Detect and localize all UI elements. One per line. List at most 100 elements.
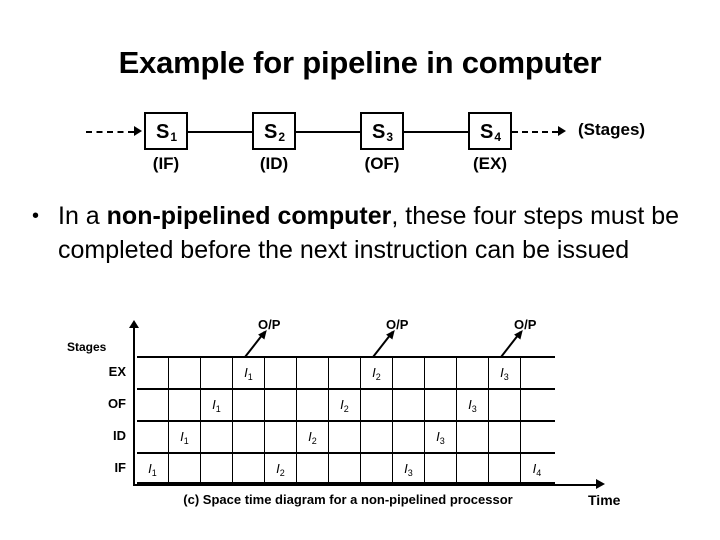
stage-box-s1-subscript: 1: [170, 130, 178, 144]
stage-sublabel-ex: (EX): [473, 154, 507, 173]
grid-cell: [329, 422, 361, 452]
instruction-subscript: 3: [407, 468, 413, 478]
grid-cell: [201, 358, 233, 388]
grid-cell: [137, 358, 169, 388]
stage-sublabel-of: (OF): [364, 154, 400, 173]
grid-cell: I1: [169, 422, 201, 452]
grid-cell: [425, 390, 457, 420]
stage-box-s2-label: S: [263, 121, 278, 143]
grid-cell: I3: [457, 390, 489, 420]
page-title: Example for pipeline in computer: [118, 45, 602, 80]
pipeline-stage-diagram: S1 (IF) S2 (ID) S3 (OF) S4 (EX) (Stages): [86, 104, 645, 180]
stage-link-2-3: [296, 131, 360, 133]
grid-cell: [457, 358, 489, 388]
x-axis-arrow-icon: [596, 479, 605, 489]
grid-cell: [265, 422, 297, 452]
grid-cell: I4: [521, 454, 553, 484]
grid-cell: [201, 422, 233, 452]
instruction-subscript: 2: [375, 372, 381, 382]
grid-cell: [233, 454, 265, 484]
grid: I1 I2 I3 I1 I2 I3: [137, 356, 555, 484]
grid-cell: [201, 454, 233, 484]
grid-cell: [521, 422, 553, 452]
stage-box-s4: S4: [468, 112, 512, 150]
stage-box-s4-subscript: 4: [494, 130, 502, 144]
list-item: • In a non-pipelined computer, these fou…: [32, 199, 692, 267]
instruction-subscript: 2: [343, 404, 349, 414]
grid-cell: [233, 390, 265, 420]
grid-cell: I3: [425, 422, 457, 452]
grid-cell: [521, 390, 553, 420]
x-axis-line: [133, 484, 598, 486]
instruction-label: I: [180, 429, 184, 444]
grid-cell: [489, 390, 521, 420]
instruction-subscript: 1: [247, 372, 253, 382]
grid-cell: I2: [361, 358, 393, 388]
grid-cell: [425, 454, 457, 484]
space-time-diagram: Stages EX OF ID IF I1 I2 I3 I1: [60, 317, 660, 516]
stage-box-s3-label: S: [371, 121, 386, 143]
grid-cell: [361, 454, 393, 484]
grid-cell: [489, 454, 521, 484]
bullet-text-after: , these four steps must be completed bef…: [58, 202, 680, 264]
stage-exit-line: [512, 131, 558, 133]
table-row: I1 I2 I3: [137, 388, 555, 420]
stage-box-s3-subscript: 3: [386, 130, 394, 144]
instruction-label: I: [436, 429, 440, 444]
instruction-label: I: [500, 365, 504, 380]
grid-cell: [137, 390, 169, 420]
instruction-label: I: [276, 461, 280, 476]
instruction-label: I: [244, 365, 248, 380]
stage-sublabel-if: (IF): [152, 154, 180, 173]
grid-cell: [393, 422, 425, 452]
stages-caption-label: (Stages): [578, 120, 646, 139]
row-label-ex: EX: [108, 364, 126, 379]
grid-cell: I2: [297, 422, 329, 452]
exit-arrow-head-icon: [558, 126, 566, 136]
instruction-subscript: 1: [151, 468, 157, 478]
grid-cell: I1: [201, 390, 233, 420]
figure-caption: (c) Space time diagram for a non-pipelin…: [183, 492, 513, 507]
bullet-text-before: In a: [58, 202, 107, 230]
grid-cell: [169, 358, 201, 388]
instruction-label: I: [532, 461, 537, 476]
stage-box-s2: S2: [252, 112, 296, 150]
instruction-label: I: [148, 461, 152, 476]
instruction-subscript: 1: [183, 436, 189, 446]
instruction-label: I: [308, 429, 312, 444]
grid-cell: I2: [265, 454, 297, 484]
bullet-marker-icon: •: [32, 205, 40, 227]
grid-cell: [297, 358, 329, 388]
entry-arrow-line: [86, 131, 134, 133]
grid-cell: [169, 390, 201, 420]
instruction-subscript: 3: [439, 436, 445, 446]
grid-cell: [393, 390, 425, 420]
output-label-2: O/P: [386, 317, 409, 332]
instruction-label: I: [404, 461, 408, 476]
instruction-subscript: 2: [311, 436, 317, 446]
stage-link-3-4: [404, 131, 468, 133]
grid-cell: [265, 358, 297, 388]
grid-cell: [457, 422, 489, 452]
stage-link-1-2: [188, 131, 252, 133]
grid-cell: I2: [329, 390, 361, 420]
grid-cell: I3: [393, 454, 425, 484]
grid-cell: [361, 422, 393, 452]
instruction-label: I: [340, 397, 344, 412]
instruction-subscript: 3: [503, 372, 509, 382]
grid-cell: [329, 358, 361, 388]
grid-cell: [169, 454, 201, 484]
grid-cell: [393, 358, 425, 388]
bullet-list: • In a non-pipelined computer, these fou…: [32, 199, 692, 267]
row-label-id: ID: [113, 428, 126, 443]
instruction-subscript: 4: [536, 468, 542, 478]
stage-sublabel-id: (ID): [259, 154, 289, 173]
y-axis-line: [133, 326, 135, 486]
row-label-if: IF: [114, 460, 126, 475]
grid-cell: [233, 422, 265, 452]
grid-cell: [489, 422, 521, 452]
instruction-subscript: 2: [279, 468, 285, 478]
table-row: I1 I2 I3 I4: [137, 452, 555, 484]
y-axis-arrow-icon: [129, 320, 139, 328]
stage-box-s1: S1: [144, 112, 188, 150]
